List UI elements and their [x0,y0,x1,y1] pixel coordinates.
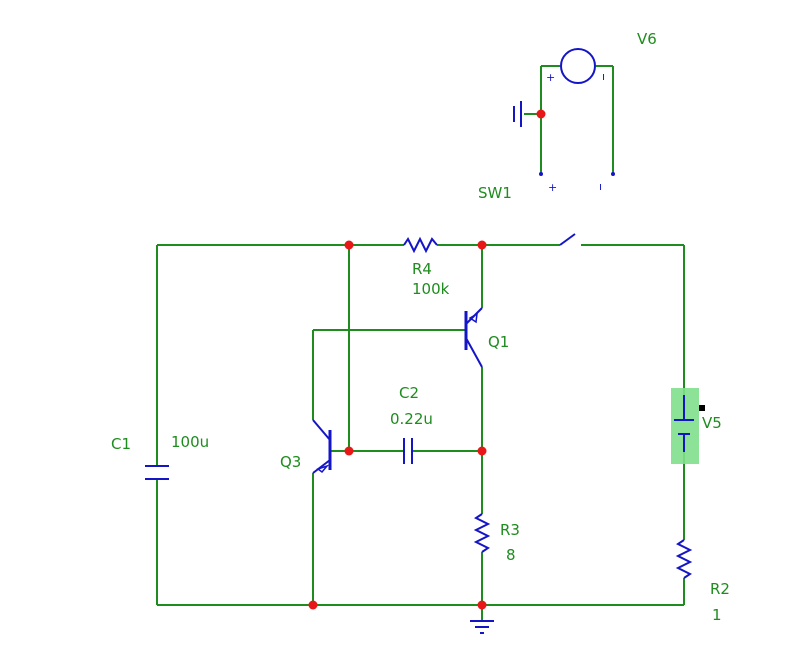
sw1-cell-icon[interactable] [513,101,522,127]
q1-label[interactable]: Q1 [488,333,509,351]
node-c2-right[interactable] [477,446,487,456]
ground-icon[interactable] [470,620,494,634]
labels: V6 SW1 R4 100k Q1 C2 0.22u C1 100u Q3 V5… [111,30,730,624]
q3-emitter-arrow-icon [316,464,330,474]
polarity-marks: + ı + ı [546,70,605,194]
switch-icon[interactable] [559,233,576,246]
node-bottom-482[interactable] [477,600,487,610]
sw1-pin-right[interactable] [611,172,615,176]
nodes [308,109,546,610]
components [145,48,693,634]
r3-value-label[interactable]: 8 [506,546,516,564]
r2-resistor[interactable] [675,539,693,579]
q1-emitter[interactable] [465,337,483,368]
v6-label[interactable]: V6 [637,30,657,48]
v6-meter-icon[interactable] [560,48,596,84]
pins [539,172,615,176]
v5-label[interactable]: V5 [702,414,722,432]
sw1-pin-left[interactable] [539,172,543,176]
node-top-349[interactable] [344,240,354,250]
r3-resistor[interactable] [473,513,491,553]
c2-name-label[interactable]: C2 [399,384,419,402]
c1-value-label[interactable]: 100u [171,433,209,451]
sw1-minus-mark: ı [599,180,602,193]
r4-name-label[interactable]: R4 [412,260,432,278]
v5-cell-icon[interactable] [674,395,694,452]
q1-emitter-arrow-icon [468,312,478,324]
c2-value-label[interactable]: 0.22u [390,410,433,428]
v6-plus-mark: + [546,71,555,84]
q3-label[interactable]: Q3 [280,453,301,471]
q3-collector[interactable] [312,419,331,441]
c2-capacitor[interactable] [403,438,413,464]
node-top-482[interactable] [477,240,487,250]
c1-capacitor[interactable] [145,465,169,480]
r2-name-label[interactable]: R2 [710,580,730,598]
node-battery[interactable] [536,109,546,119]
r3-name-label[interactable]: R3 [500,521,520,539]
node-bottom-313[interactable] [308,600,318,610]
c1-name-label[interactable]: C1 [111,435,131,453]
node-c2-left[interactable] [344,446,354,456]
sw1-plus-mark: + [548,181,557,194]
r2-value-label[interactable]: 1 [712,606,722,624]
v5-selection-handle[interactable] [699,405,705,411]
r4-resistor[interactable] [403,236,438,254]
q3-emitter[interactable] [312,459,331,474]
sw1-label[interactable]: SW1 [478,184,512,202]
v6-minus-mark: ı [602,70,605,83]
r4-value-label[interactable]: 100k [412,280,450,298]
wires [156,65,685,621]
